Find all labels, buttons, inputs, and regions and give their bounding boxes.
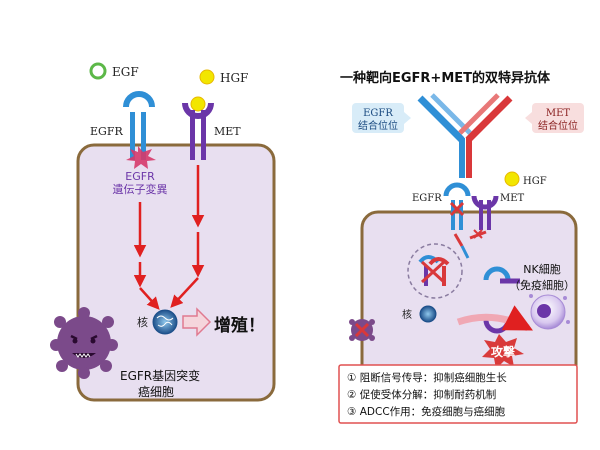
met-site-label-line2: 结合位位: [538, 119, 578, 132]
egf-ligand-icon: [89, 62, 107, 80]
mutation-label-line1: EGFR: [125, 170, 155, 183]
left-panel: EGF HGF EGFR MET EGFR 遺伝子変異: [50, 62, 276, 402]
egf-label: EGF: [112, 65, 139, 79]
nucleus-label-right: 核: [402, 308, 412, 321]
nucleus-dna-icon: [156, 315, 174, 327]
met-receptor-icon: [182, 96, 214, 160]
internalized-antibody-icon: [453, 229, 487, 259]
egfr-label: EGFR: [90, 125, 123, 138]
antibody-title: 一种靶向EGFR+MET的双特异抗体: [340, 70, 551, 86]
mechanism-2: ② 促使受体分解：抑制耐药机制: [347, 388, 496, 401]
nucleus-icon: [152, 309, 178, 335]
hgf-ligand-icon-right: [504, 171, 520, 187]
proliferation-arrow-icon: [182, 307, 212, 337]
met-label: MET: [214, 125, 241, 138]
small-cancer-cell-icon: [349, 319, 375, 341]
egfr-site-label-line2: 结合位位: [358, 119, 398, 132]
met-label-right: MET: [500, 193, 525, 204]
nk-cell-icon: [529, 294, 570, 330]
mechanisms-box: [338, 364, 578, 424]
hgf-label-right: HGF: [523, 176, 547, 187]
hgf-label: HGF: [220, 71, 248, 85]
bispecific-antibody-icon: [417, 93, 513, 178]
attack-label: 攻撃: [491, 344, 515, 359]
left-cell-body: [76, 143, 276, 402]
mechanism-3: ③ ADCC作用：免疫细胞与癌细胞: [347, 405, 506, 418]
nucleus-icon-right: [419, 305, 437, 323]
converge-arrow-right: [170, 277, 199, 308]
right-panel: 一种靶向EGFR+MET的双特异抗体 EGFR 结合位位 MET 结合位位 HG…: [338, 70, 584, 424]
endosome-icon: [407, 243, 463, 299]
attack-arrow-icon: [456, 305, 533, 332]
cancer-cell-icon: [50, 307, 118, 379]
met-site-label-line1: MET: [546, 108, 571, 119]
egfr-binding-site-box: [352, 103, 404, 133]
converge-arrow-left: [139, 287, 160, 310]
mutation-label-line2: 遺伝子変異: [113, 182, 168, 196]
proliferation-label: 增殖！: [214, 315, 265, 336]
nucleus-label: 核: [137, 315, 148, 329]
met-receptor-blocked-icon: [471, 195, 499, 230]
cancer-cell-label-line2: 癌细胞: [138, 384, 174, 399]
egfr-site-label-line1: EGFR: [363, 108, 393, 119]
attack-burst-icon: [482, 334, 524, 369]
mechanism-1: ① 阻断信号传导：抑制癌细胞生长: [347, 371, 507, 384]
hgf-ligand-icon: [199, 69, 215, 85]
met-binding-site-box: [532, 103, 584, 133]
egfr-receptor-blocked-icon: [443, 182, 471, 230]
mutation-burst-icon: [126, 146, 156, 169]
degraded-receptor-icon: [418, 255, 450, 286]
egfr-label-right: EGFR: [412, 193, 442, 204]
egfr-receptor-icon: [123, 91, 155, 160]
nk-cell-label-line1: NK細胞: [523, 263, 560, 276]
nk-cell-label-line2: （免疫細胞）: [509, 278, 575, 292]
cancer-cell-label-line1: EGFR基因突变: [120, 368, 200, 383]
